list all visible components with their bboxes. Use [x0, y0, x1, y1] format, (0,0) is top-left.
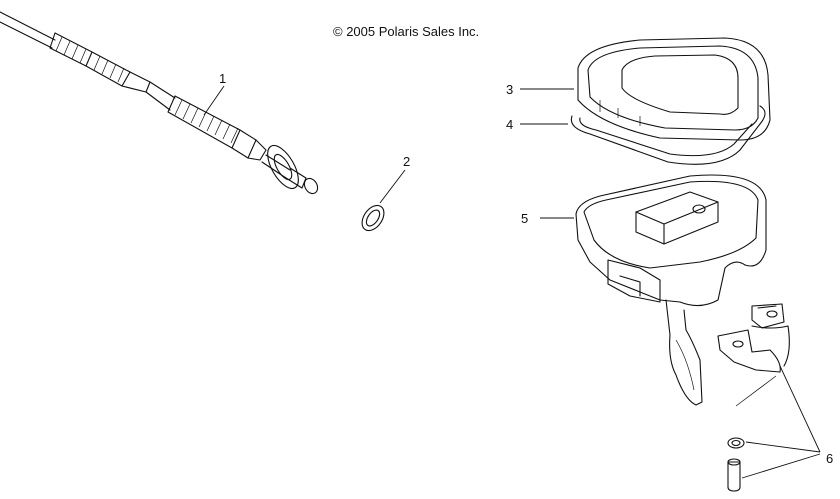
- part-gasket: [520, 105, 766, 165]
- part-washer: [361, 169, 406, 232]
- callout-1: 1: [219, 71, 226, 86]
- part-cover: [520, 37, 771, 141]
- callout-4: 4: [506, 117, 513, 132]
- callout-3: 3: [506, 82, 513, 97]
- callout-2: 2: [403, 154, 410, 169]
- callout-6: 6: [826, 451, 833, 466]
- part-clamp-hardware: [717, 303, 821, 492]
- copyright-text: © 2005 Polaris Sales Inc.: [333, 24, 479, 39]
- callout-5: 5: [521, 211, 528, 226]
- part-housing: [540, 174, 767, 406]
- part-throttle-cable: [0, 11, 319, 195]
